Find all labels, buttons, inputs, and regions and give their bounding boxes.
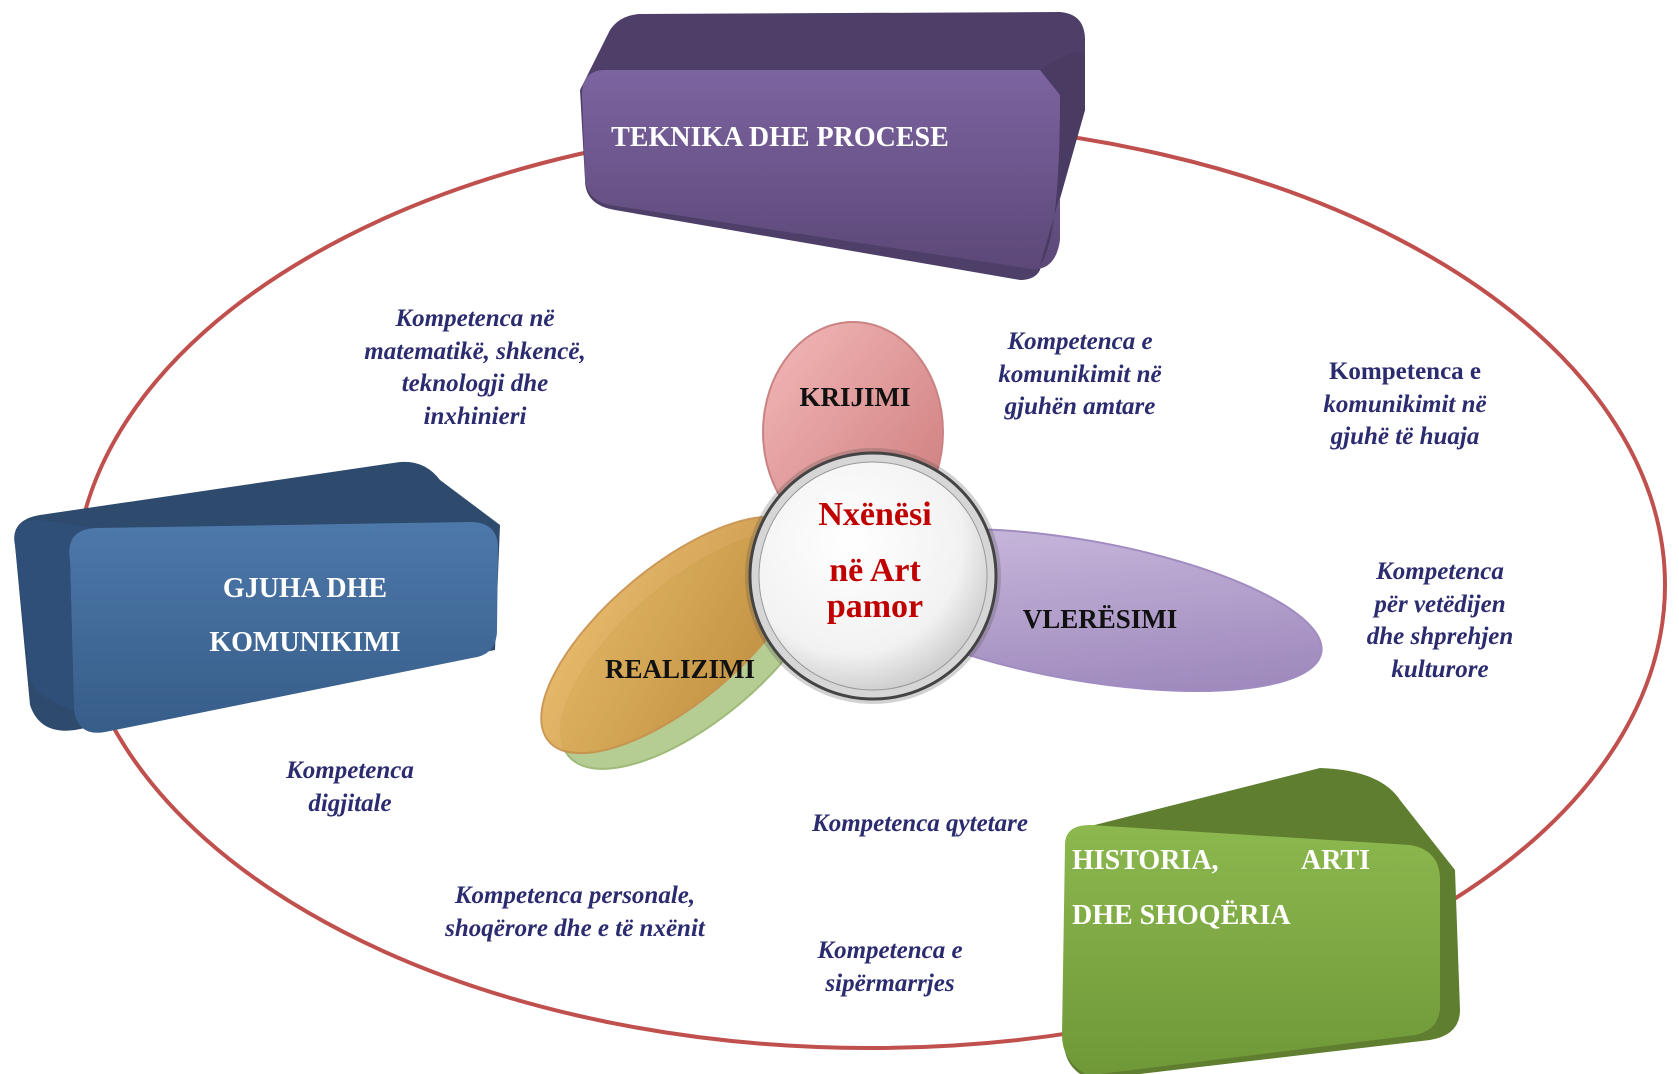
box-title-language-2: KOMUNIKIMI xyxy=(209,627,401,658)
competence-math-line: inxhinieri xyxy=(423,402,527,430)
competence-entrepreneurship-line: sipërmarrjes xyxy=(825,969,955,997)
petal-title-evaluation: VLERËSIMI xyxy=(1022,604,1178,634)
petal-title-creation: KRIJIMI xyxy=(799,382,911,412)
competence-mother-tongue-line: komunikimit në xyxy=(998,360,1162,388)
competence-foreign-languages-line: Kompetenca e xyxy=(1328,358,1482,385)
center-title-3: pamor xyxy=(826,588,924,625)
box-title-language-1: GJUHA DHE xyxy=(222,573,388,604)
competence-digital: Kompetenca digjitale xyxy=(250,755,450,820)
competence-foreign-languages-line: gjuhë të huaja xyxy=(1330,423,1480,450)
box-title-history-2: DHE SHOQËRIA xyxy=(1072,900,1291,931)
competence-cultural-line: dhe shprehjen xyxy=(1366,623,1514,650)
competence-digital-line: Kompetenca xyxy=(286,757,414,784)
competence-foreign-languages: Kompetenca e komunikimit në gjuhë të hua… xyxy=(1280,356,1530,454)
center-circle xyxy=(745,448,1001,704)
competence-civic: Kompetenca qytetare xyxy=(812,810,1028,837)
box-techniques xyxy=(580,12,1085,280)
competence-personal: Kompetenca personale, shoqërore dhe e të… xyxy=(410,880,740,945)
center-title-1: Nxënësi xyxy=(818,496,932,533)
center-title-2: në Art xyxy=(829,552,921,589)
competence-math-line: matematikë, shkencë, xyxy=(364,337,586,365)
competence-mother-tongue-line: Kompetenca e xyxy=(1007,328,1153,355)
competence-personal-line: Kompetenca personale, xyxy=(454,882,696,909)
box-history xyxy=(1062,768,1460,1074)
competence-foreign-languages-line: komunikimit në xyxy=(1323,390,1487,418)
competence-personal-line: shoqërore dhe e të nxënit xyxy=(445,914,705,942)
competence-math: Kompetenca në matematikë, shkencë, tekno… xyxy=(310,303,640,433)
box-title-techniques: TEKNIKA DHE PROCESE xyxy=(611,122,949,153)
competence-cultural-line: Kompetenca xyxy=(1376,558,1504,585)
competence-digital-line: digjitale xyxy=(308,789,392,817)
competence-entrepreneurship-line: Kompetenca e xyxy=(817,937,963,964)
competence-mother-tongue-line: gjuhën amtare xyxy=(1004,393,1156,420)
box-title-history-1a: HISTORIA, xyxy=(1072,845,1219,876)
competence-cultural-line: për vetëdijen xyxy=(1374,590,1506,618)
competence-cultural-line: kulturore xyxy=(1391,655,1489,683)
competence-entrepreneurship: Kompetenca e sipërmarrjes xyxy=(790,935,990,1000)
petal-title-realization: REALIZIMI xyxy=(604,654,756,684)
box-title-history-1b: ARTI xyxy=(1300,845,1370,876)
competence-math-line: Kompetenca në xyxy=(395,305,555,332)
box-language xyxy=(14,461,501,733)
competence-mother-tongue: Kompetenca e komunikimit në gjuhën amtar… xyxy=(945,326,1215,424)
competence-cultural: Kompetenca për vetëdijen dhe shprehjen k… xyxy=(1325,556,1555,686)
competence-math-line: teknologji dhe xyxy=(401,370,549,397)
